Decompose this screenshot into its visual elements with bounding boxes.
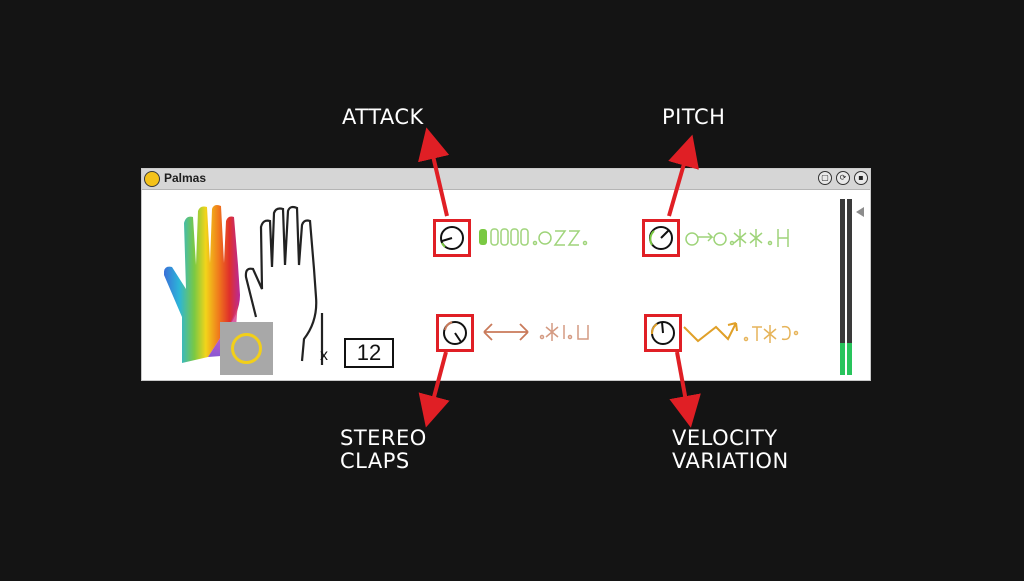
velocity-callout-line2: VARIATION	[672, 449, 789, 473]
attack-callout-text: ATTACK	[342, 105, 424, 129]
hotswap-icon[interactable]: ⟳	[836, 171, 850, 185]
device-title: Palmas	[164, 171, 207, 185]
velocity-variation-knob[interactable]	[644, 314, 682, 352]
stereo-claps-callout: STEREO CLAPS	[340, 427, 427, 473]
clap-selector-button[interactable]	[220, 322, 273, 375]
stereo-knob-dial	[443, 321, 467, 345]
pitch-glyph-label	[685, 229, 789, 247]
meter-left-fill	[840, 343, 845, 375]
meter-right	[847, 199, 852, 375]
pitch-callout-text: PITCH	[662, 105, 726, 129]
stereo-claps-arrow	[418, 351, 450, 428]
stereo-callout-line1: STEREO	[340, 426, 427, 450]
ring-icon	[231, 333, 262, 364]
velocity-knob-dial	[650, 321, 675, 345]
clap-count-field[interactable]: 12	[344, 338, 394, 368]
attack-glyph-label	[479, 228, 588, 246]
pitch-knob-dial	[649, 226, 673, 250]
stereo-claps-knob[interactable]	[436, 314, 474, 352]
save-icon[interactable]: ▪	[854, 171, 868, 185]
stereo-callout-line2: CLAPS	[340, 449, 410, 473]
velocity-glyph-label	[683, 322, 799, 343]
pitch-knob[interactable]	[642, 219, 680, 257]
expand-icon[interactable]: ▢	[818, 171, 832, 185]
device-titlebar: Palmas ▢ ⟳ ▪	[142, 169, 870, 190]
multiplier-symbol: x	[320, 347, 328, 364]
attack-arrow	[418, 127, 450, 217]
palmas-device: Palmas ▢ ⟳ ▪	[141, 168, 871, 381]
device-power-button[interactable]	[144, 171, 160, 187]
attack-knob-dial	[440, 226, 464, 250]
meter-volume-handle[interactable]	[856, 207, 864, 217]
pitch-callout: PITCH	[662, 106, 725, 129]
attack-knob[interactable]	[433, 219, 471, 257]
velocity-variation-callout: VELOCITY VARIATION	[672, 427, 789, 473]
meter-left	[840, 199, 845, 375]
meter-right-fill	[847, 343, 852, 375]
attack-callout: ATTACK	[342, 106, 424, 129]
output-level-meter	[840, 199, 854, 375]
pitch-arrow	[667, 134, 699, 217]
velocity-callout-line1: VELOCITY	[672, 426, 778, 450]
velocity-variation-arrow	[669, 351, 701, 428]
stereo-glyph-label	[483, 323, 589, 341]
